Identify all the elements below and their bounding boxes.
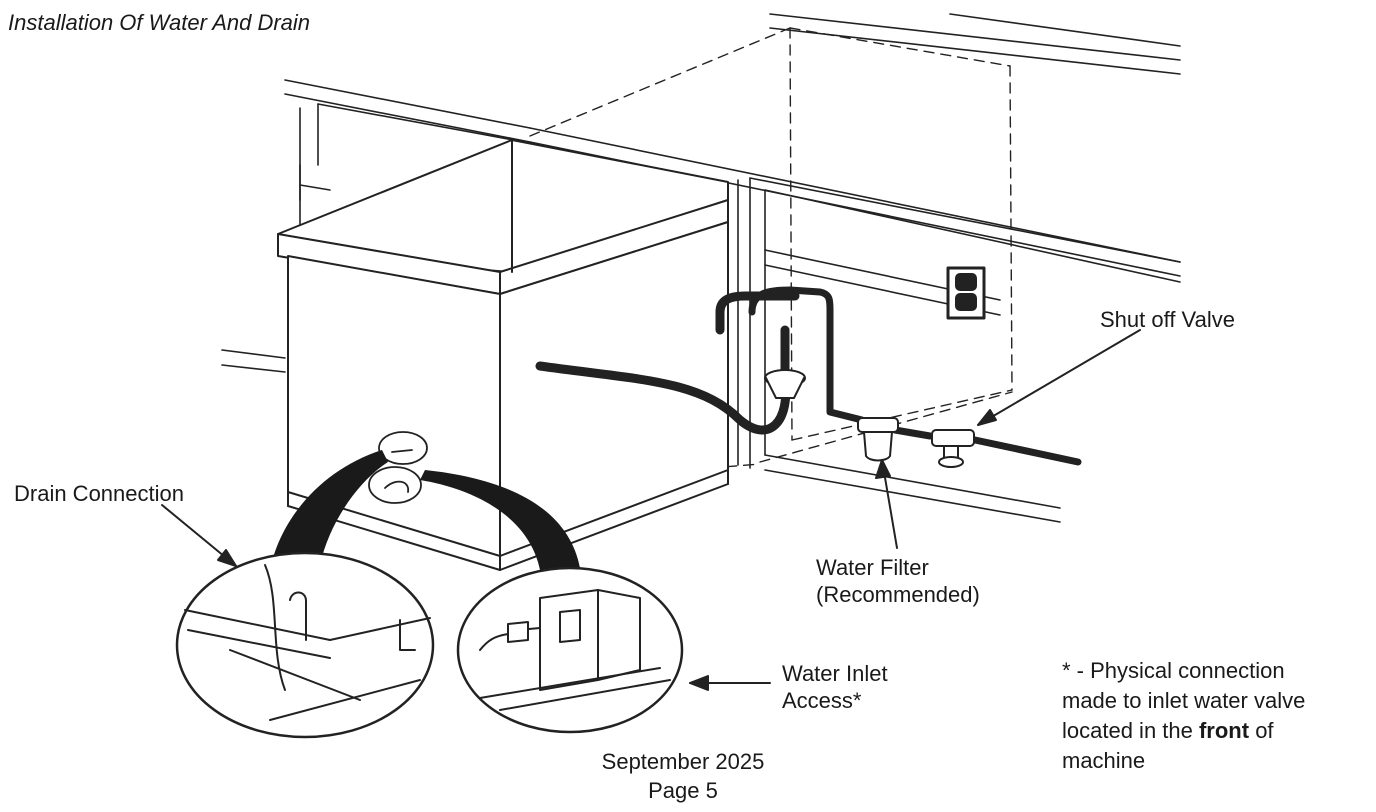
note-line3-bold: front — [1198, 718, 1250, 743]
note-line1: * - Physical connection — [1062, 658, 1285, 683]
water-inlet-label-line1: Water Inlet — [782, 661, 888, 686]
water-supply-line — [748, 286, 1082, 466]
drain-fitting — [764, 369, 806, 399]
water-filter-label-line1: Water Filter — [816, 555, 929, 580]
shut-off-valve-icon — [931, 429, 975, 468]
water-inlet-label-line2: Access* — [782, 688, 862, 713]
footer-date: September 2025 — [601, 749, 765, 774]
shut-off-valve-label: Shut off Valve — [1100, 307, 1235, 332]
water-filter-icon — [857, 417, 899, 462]
water-inlet-detail-circle — [456, 566, 684, 734]
note-line3-pre: located in the — [1062, 718, 1199, 743]
water-filter-label-line2: (Recommended) — [816, 582, 980, 607]
note-line2: made to inlet water valve — [1062, 688, 1306, 713]
footer-page-number: Page 5 — [648, 778, 718, 803]
drain-hose — [535, 291, 800, 435]
page-footer: September 2025 Page 5 — [548, 747, 818, 805]
callout-bands — [270, 450, 580, 570]
note-line3-post: of — [1249, 718, 1274, 743]
inlet-callout-circles — [368, 431, 428, 504]
note-line3: located in the front of — [1062, 716, 1305, 746]
note-line4: machine — [1062, 748, 1146, 773]
water-inlet-label: Water Inlet Access* — [782, 660, 888, 714]
outlet-icon — [946, 266, 986, 320]
diagram-title: Installation Of Water And Drain — [8, 10, 311, 35]
drain-detail-circle — [175, 551, 435, 739]
drain-connection-label: Drain Connection — [14, 481, 184, 506]
callout-arrows — [161, 329, 1141, 691]
connection-note: * - Physical connection made to inlet wa… — [1062, 656, 1305, 776]
water-filter-label: Water Filter (Recommended) — [816, 554, 980, 608]
